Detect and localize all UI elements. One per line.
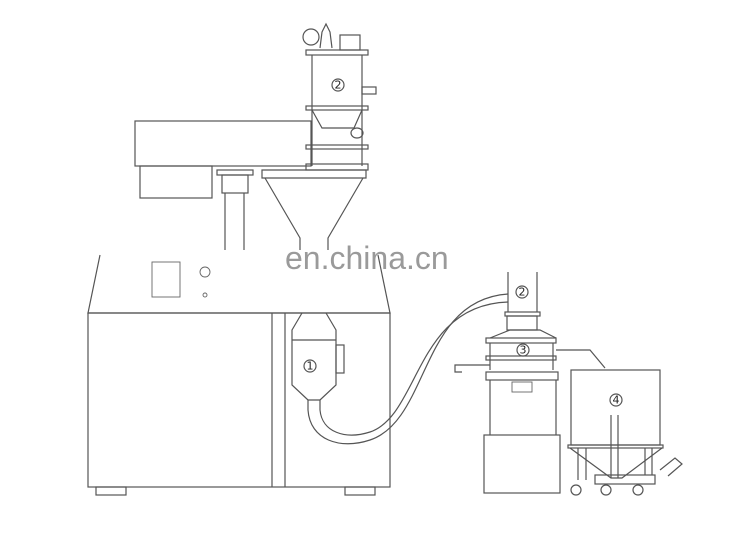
vacuum-loader-top: 2 bbox=[302, 22, 377, 171]
mixing-bin: 4 bbox=[567, 369, 683, 496]
cyclone: 1 bbox=[291, 293, 509, 445]
label-4: 4 bbox=[613, 394, 620, 407]
watermark: en.china.cn bbox=[285, 240, 449, 276]
label-2-top: 2 bbox=[335, 79, 342, 92]
label-1: 1 bbox=[307, 360, 314, 373]
label-3: 3 bbox=[520, 344, 527, 357]
label-2-right: 2 bbox=[519, 286, 526, 299]
sieve-unit: 2 3 bbox=[454, 272, 606, 494]
main-machine bbox=[87, 120, 391, 496]
